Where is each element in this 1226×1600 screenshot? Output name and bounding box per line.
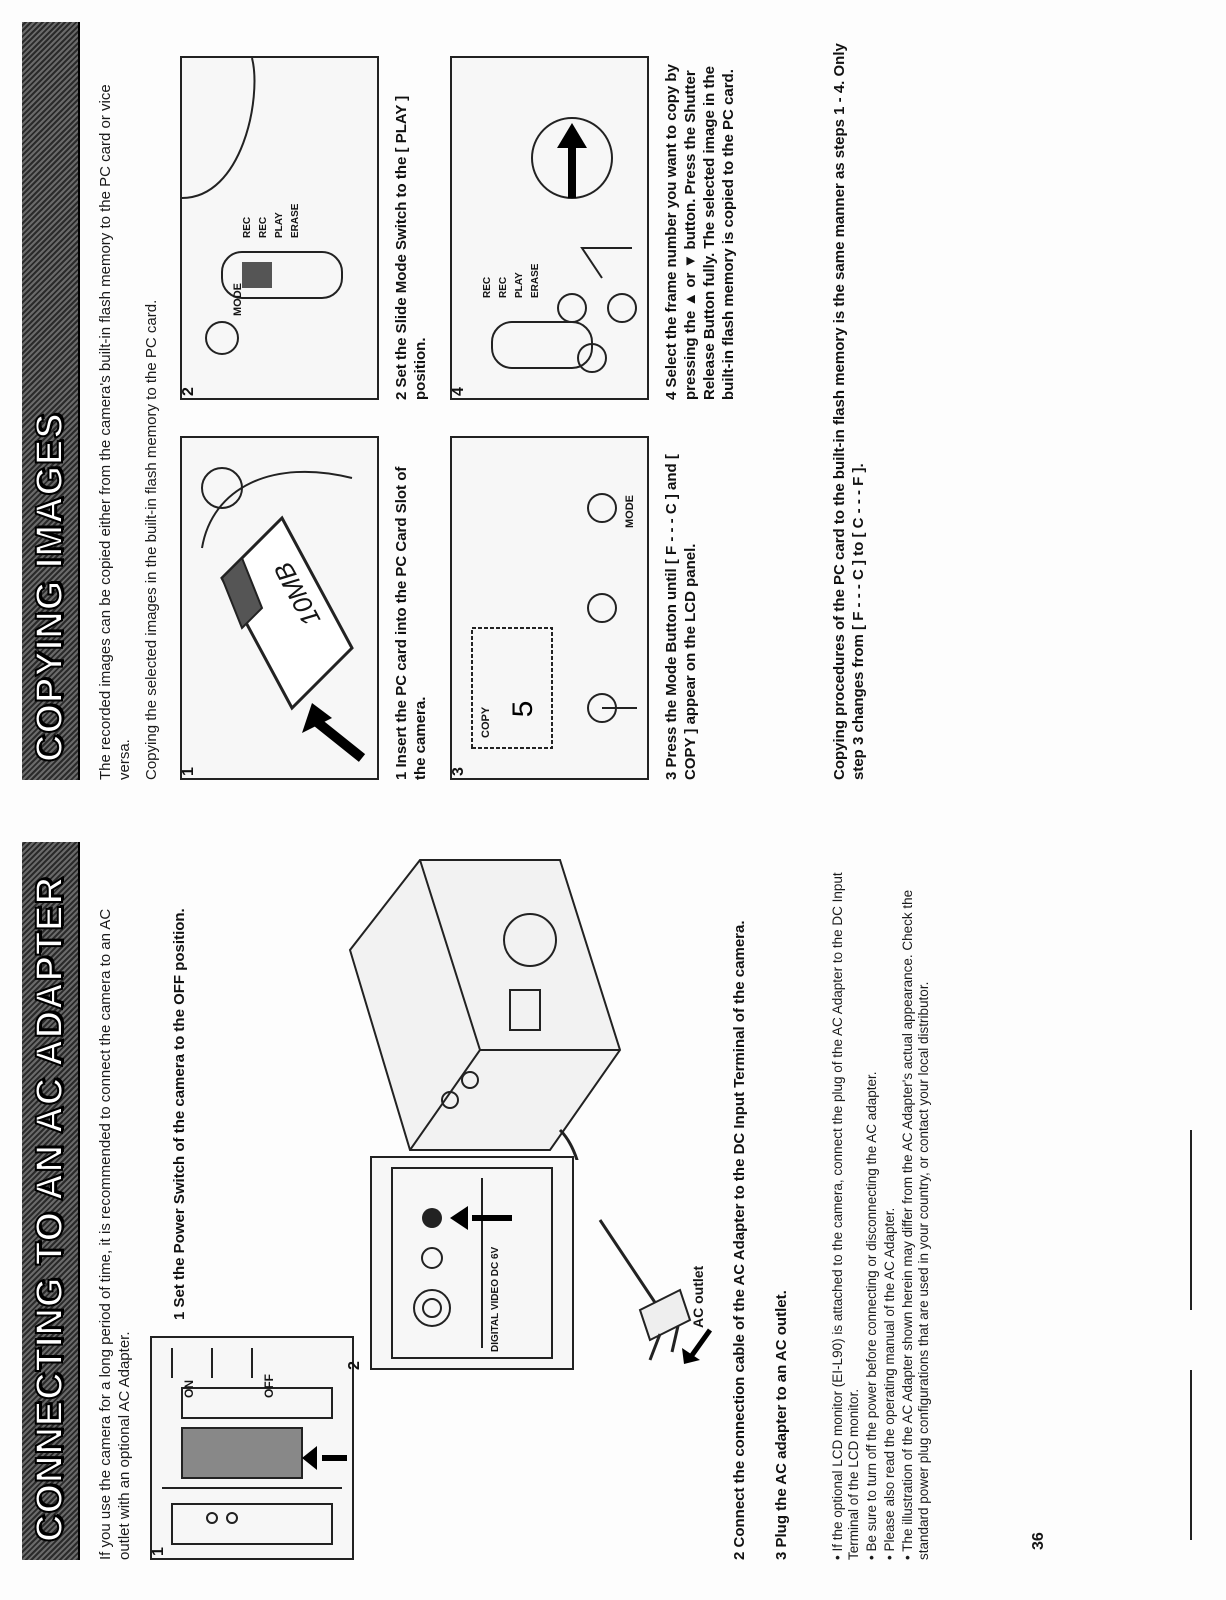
copy-figure-2-number: 2 [180, 387, 197, 396]
copy-footer: Copying procedures of the PC card to the… [831, 43, 867, 780]
switch4-rec-2: REC [498, 276, 509, 298]
power-switch-illustration [162, 1348, 347, 1545]
switch-off-label: OFF [262, 1374, 276, 1398]
copying-subhead: Copying the selected images in the built… [143, 299, 160, 780]
camera-with-adapter-illustration [348, 859, 622, 1160]
figure-insert-card: 10MB [180, 436, 379, 780]
figure-lcd-panel: 5 COPY MODE [450, 436, 649, 780]
copy-figure-3-number: 3 [450, 767, 467, 776]
switch-on-label: ON [182, 1380, 196, 1398]
page-number: 36 [1030, 1532, 1047, 1550]
ac-outlet-label: AC outlet [690, 1265, 706, 1328]
figure-shutter: REC REC PLAY ERASE [450, 56, 649, 400]
mode-label-fig2: MODE [232, 283, 244, 316]
copying-title-banner: COPYING IMAGES [22, 22, 80, 780]
ac-adapter-title-banner: CONNECTING TO AN AC ADAPTER [22, 842, 80, 1560]
switch-rec-1: REC [242, 216, 253, 238]
figure-1-number: 1 [150, 1547, 167, 1556]
dc-terminal-illustration [391, 1167, 553, 1359]
copy-step-4: 4 Select the frame number you want to co… [663, 64, 737, 400]
copying-intro: The recorded images can be copied either… [97, 84, 133, 780]
ac-adapter-intro: If you use the camera for a long period … [97, 908, 133, 1560]
bottom-rule-2 [1190, 1130, 1192, 1310]
switch-rec-2: REC [258, 216, 269, 238]
ac-note-1: • If the optional LCD monitor (EI-L90) i… [830, 872, 861, 1560]
dc-panel-label: DIGITAL VIDEO DC 6V [490, 1246, 501, 1352]
switch4-rec-1: REC [482, 276, 493, 298]
ac-step-3: 3 Plug the AC adapter to an AC outlet. [773, 1290, 790, 1560]
ac-step-1: 1 Set the Power Switch of the camera to … [171, 908, 188, 1320]
copy-step-2: 2 Set the Slide Mode Switch to the [ PLA… [393, 95, 429, 400]
figure-slide-switch: MODE REC REC PLAY ERASE [180, 56, 379, 400]
ac-note-4: • The illustration of the AC Adapter sho… [900, 889, 931, 1560]
copy-step-3: 3 Press the Mode Button until [ F - - - … [663, 454, 699, 780]
copy-figure-1-number: 1 [180, 767, 197, 776]
mode-label-fig3: MODE [624, 495, 636, 528]
svg-text:5: 5 [508, 700, 542, 718]
ac-adapter-section: CONNECTING TO AN AC ADAPTER If you use t… [0, 840, 1226, 1560]
switch4-erase: ERASE [530, 263, 541, 298]
slide-switch-illustration [182, 58, 343, 355]
ac-note-3: • Please also read the operating manual … [882, 1207, 897, 1560]
lcd-panel-illustration: 5 [471, 493, 637, 749]
ac-plug-illustration [598, 1219, 713, 1364]
pc-card-illustration [201, 467, 366, 762]
copy-figure-4-number: 4 [450, 387, 467, 396]
copying-title: COPYING IMAGES [28, 411, 72, 763]
shutter-illustration [491, 117, 637, 373]
ac-adapter-title: CONNECTING TO AN AC ADAPTER [28, 875, 72, 1543]
copy-step-1: 1 Insert the PC card into the PC Card Sl… [393, 466, 429, 780]
figure-2-number: 2 [346, 1361, 363, 1370]
bottom-rule-1 [1190, 1370, 1192, 1540]
switch-erase: ERASE [290, 203, 301, 238]
lcd-copy-label: COPY [480, 706, 492, 738]
figure-dc-terminal: DIGITAL VIDEO DC 6V [370, 1156, 574, 1370]
ac-step-2: 2 Connect the connection cable of the AC… [731, 920, 748, 1560]
copying-images-section: COPYING IMAGES The recorded images can b… [0, 0, 1226, 780]
switch-play: PLAY [274, 212, 285, 238]
switch4-play: PLAY [514, 272, 525, 298]
figure-power-switch: OFF ON [150, 1336, 354, 1560]
ac-note-2: • Be sure to turn off the power before c… [864, 1071, 879, 1560]
